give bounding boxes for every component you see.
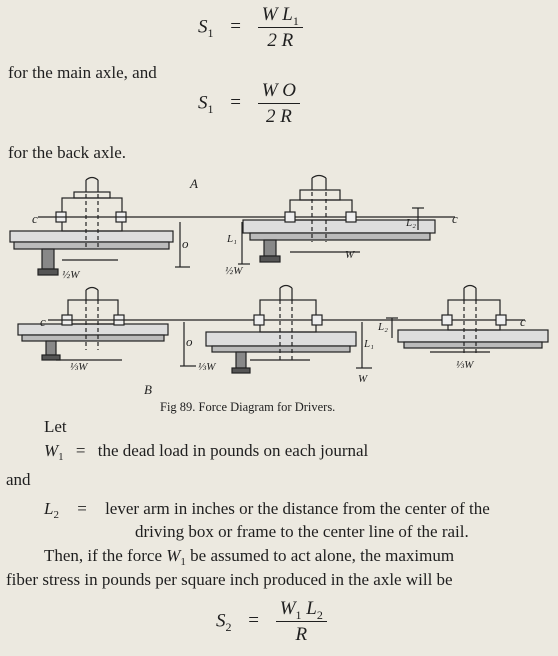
text-line: for the main axle, and xyxy=(8,63,157,82)
rail-post xyxy=(41,248,55,270)
driving-box xyxy=(61,197,123,232)
definition-l2-cont: driving box or frame to the center line … xyxy=(135,522,469,541)
rail-foot xyxy=(259,255,281,263)
spring-hanger xyxy=(311,174,327,190)
rail-post xyxy=(235,351,247,369)
fraction: W O 2 R xyxy=(257,80,301,128)
rail-foot xyxy=(37,268,59,276)
label-l1: L₁ xyxy=(226,233,237,245)
label-w: W xyxy=(345,249,355,261)
wheel-hub xyxy=(403,341,543,349)
wheel-rim xyxy=(397,329,549,343)
driving-box xyxy=(259,299,317,333)
definition-w1: W1 = the dead load in pounds on each jou… xyxy=(44,441,369,463)
journal-box xyxy=(441,314,453,326)
equation-main-axle: S1 = W L1 2 R xyxy=(198,4,303,52)
equation-fiber-stress: S2 = W1 L2 R xyxy=(216,598,327,646)
spring-hanger xyxy=(463,284,477,300)
label-half-w: ½W xyxy=(62,269,80,281)
text-and: and xyxy=(6,470,31,489)
journal-box xyxy=(495,314,507,326)
label-w: W xyxy=(358,373,368,385)
journal-box xyxy=(253,314,265,326)
frame-top xyxy=(299,189,341,201)
rail-foot xyxy=(231,367,251,374)
spring-hanger xyxy=(85,286,99,300)
fraction: W1 L2 R xyxy=(275,598,327,646)
label-l1: L₁ xyxy=(363,338,374,350)
force-diagram-figure: A c c o L₁ L₂ ½W ½W W c c o L₁ L₂ ⅓W ⅓W … xyxy=(9,174,549,397)
text-line: for the back axle. xyxy=(8,143,126,162)
rail-post xyxy=(263,239,277,257)
label-third-w: ⅓W xyxy=(70,361,88,373)
label-l2: L₂ xyxy=(405,217,416,229)
wheel-hub xyxy=(211,345,351,353)
journal-box xyxy=(284,211,296,223)
label-c: c xyxy=(32,211,38,226)
label-third-w: ⅓W xyxy=(198,361,216,373)
label-half-w: ½W xyxy=(225,265,243,277)
spring-hanger xyxy=(279,284,293,300)
wheel-hub xyxy=(13,241,170,250)
equation-back-axle: S1 = W O 2 R xyxy=(198,80,301,128)
driving-box xyxy=(67,299,119,325)
wheel-rim xyxy=(205,331,357,347)
label-c: c xyxy=(40,314,46,329)
label-c: c xyxy=(520,314,526,329)
wheel-hub xyxy=(21,334,165,342)
label-b: B xyxy=(144,382,152,397)
frame-top xyxy=(73,191,111,199)
wheel-rim xyxy=(9,230,174,243)
fraction: W L1 2 R xyxy=(257,4,303,52)
journal-box xyxy=(345,211,357,223)
rail-foot xyxy=(41,354,61,361)
spring-hanger xyxy=(85,176,99,192)
label-a: A xyxy=(189,176,198,191)
journal-box xyxy=(311,314,323,326)
paragraph-line: fiber stress in pounds per square inch p… xyxy=(6,570,453,589)
driving-box xyxy=(447,299,501,331)
text-let: Let xyxy=(44,417,67,436)
rail-post xyxy=(45,340,57,356)
label-o: o xyxy=(186,334,193,349)
definition-l2: L2 = lever arm in inches or the distance… xyxy=(44,499,490,521)
label-l2: L₂ xyxy=(377,321,388,333)
label-third-w: ⅓W xyxy=(456,359,474,371)
label-c: c xyxy=(452,211,458,226)
figure-caption: Fig 89. Force Diagram for Drivers. xyxy=(160,400,336,414)
paragraph-line: Then, if the force W1 be assumed to act … xyxy=(44,546,455,568)
wheel-hub xyxy=(249,232,431,241)
label-o: o xyxy=(182,236,189,251)
